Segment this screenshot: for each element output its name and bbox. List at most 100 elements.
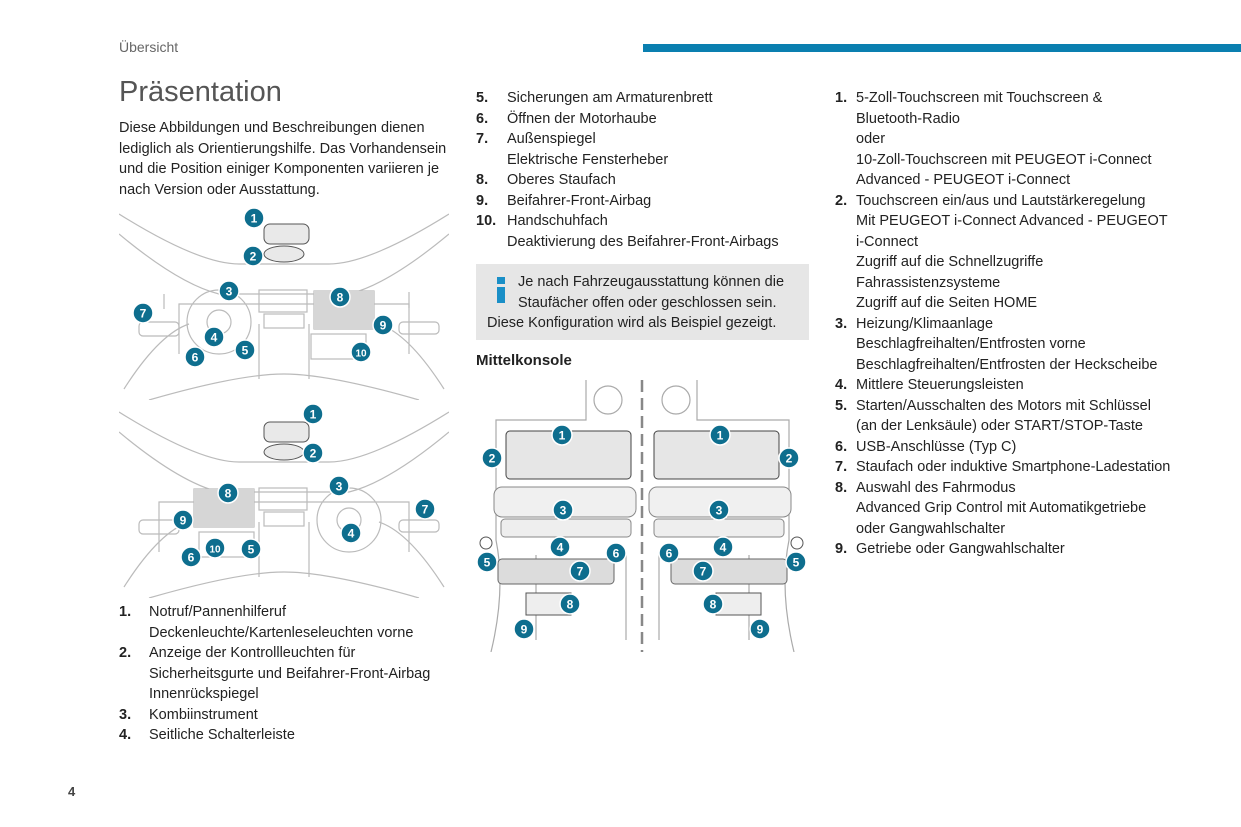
callout-marker-1: 1 <box>551 424 573 446</box>
list-item-text: i-Connect <box>856 233 919 250</box>
list-item-number: 8. <box>835 479 848 496</box>
svg-text:2: 2 <box>489 452 496 466</box>
list-item-text: Staufach oder induktive Smartphone-Lades… <box>856 459 1171 475</box>
svg-text:7: 7 <box>140 307 147 321</box>
list-item-text: Deaktivierung des Beifahrer-Front-Airbag… <box>507 233 779 250</box>
console-heading: Mittelkonsole <box>476 352 572 369</box>
list-item: 1.5-Zoll-Touchscreen mit Touchscreen &Bl… <box>835 88 1215 191</box>
svg-text:4: 4 <box>348 527 355 541</box>
svg-text:3: 3 <box>336 480 343 494</box>
list-item: 4. Mittlere Steuerungsleisten <box>835 375 1215 396</box>
list-item: 5.Sicherungen am Armaturenbrett <box>476 88 811 109</box>
svg-text:9: 9 <box>180 514 187 528</box>
callout-marker-1: 1 <box>302 403 324 425</box>
list-item-text: 5-Zoll-Touchscreen mit Touchscreen & <box>856 90 1103 106</box>
svg-text:5: 5 <box>242 344 249 358</box>
svg-text:5: 5 <box>248 543 255 557</box>
callout-marker-3: 3 <box>708 499 730 521</box>
list-item-text: Touchscreen ein/aus und Lautstärkeregelu… <box>856 192 1146 209</box>
callout-marker-2: 2 <box>302 442 324 464</box>
list-item-number: 2. <box>835 192 848 209</box>
svg-text:8: 8 <box>567 598 574 612</box>
list-item-number: 5. <box>835 397 848 414</box>
list-item-text: oder Gangwahlschalter <box>856 520 1006 537</box>
list-item-text: Heizung/Klimaanlage <box>856 315 994 332</box>
callout-marker-1: 1 <box>243 207 265 229</box>
callout-marker-4: 4 <box>549 536 571 558</box>
callout-marker-6: 6 <box>658 542 680 564</box>
svg-text:6: 6 <box>666 547 673 561</box>
callout-marker-3: 3 <box>552 499 574 521</box>
list-item-text: Advanced Grip Control mit Automatikgetri… <box>856 500 1147 516</box>
callout-marker-8: 8 <box>702 593 724 615</box>
list-item-number: 5. <box>476 90 489 106</box>
callout-marker-7: 7 <box>569 560 591 582</box>
list-item-number: 6. <box>835 438 848 455</box>
list-item-text: Öffnen der Motorhaube <box>507 110 657 127</box>
svg-text:4: 4 <box>720 541 727 555</box>
callout-marker-10: 10 <box>204 537 226 559</box>
svg-text:3: 3 <box>226 285 233 299</box>
list-item-text: Handschuhfach <box>507 213 608 229</box>
list-item-text: Beifahrer-Front-Airbag <box>507 192 652 209</box>
svg-text:8: 8 <box>225 487 232 501</box>
info-text-line2: Diese Konfiguration wird als Beispiel ge… <box>487 315 777 331</box>
svg-text:2: 2 <box>310 447 317 461</box>
list-item-number: 4. <box>835 377 848 393</box>
callout-marker-10: 10 <box>350 341 372 363</box>
list-item-text: Mit PEUGEOT i-Connect Advanced - PEUGEOT <box>856 213 1168 229</box>
callout-marker-9: 9 <box>172 509 194 531</box>
page-number: 4 <box>68 784 76 799</box>
list-item-text: Deckenleuchte/Kartenleseleuchten vorne <box>149 624 414 641</box>
callout-marker-4: 4 <box>203 326 225 348</box>
list-item: 8.Oberes Staufach <box>476 170 811 191</box>
list-item-number: 8. <box>476 172 489 188</box>
list-item-text: Beschlagfreihalten/Entfrosten der Hecksc… <box>856 356 1158 373</box>
list-item-text: Kombiinstrument <box>149 706 258 723</box>
header-accent-bar <box>643 44 1241 52</box>
list-item-text: Notruf/Pannenhilferuf <box>149 604 287 620</box>
callout-marker-6: 6 <box>184 346 206 368</box>
list-item-text: Sicherheitsgurte und Beifahrer-Front-Air… <box>149 665 431 682</box>
list-item: 3.Kombiinstrument <box>119 705 454 726</box>
list-item-number: 10. <box>476 213 497 229</box>
list-item-text: Zugriff auf die Schnellzugriffe <box>856 254 1044 270</box>
list-item-text: USB-Anschlüsse (Typ C) <box>856 438 1017 455</box>
callout-marker-5: 5 <box>785 551 807 573</box>
callout-marker-5: 5 <box>234 339 256 361</box>
list-item-number: 1. <box>835 90 848 106</box>
svg-text:2: 2 <box>250 250 257 264</box>
list-item-text: oder <box>856 131 886 147</box>
header-section-label: Übersicht <box>119 39 179 55</box>
callout-marker-2: 2 <box>481 447 503 469</box>
list-item-text: Getriebe oder Gangwahlschalter <box>856 541 1065 557</box>
svg-text:3: 3 <box>716 504 723 518</box>
svg-text:10: 10 <box>355 349 367 360</box>
info-box: Je nach Fahrzeugausstattung können die S… <box>476 264 809 340</box>
svg-text:6: 6 <box>192 351 199 365</box>
callout-marker-8: 8 <box>217 482 239 504</box>
list-item-text: (an der Lenksäule) oder START/STOP-Taste <box>856 418 1143 434</box>
svg-text:7: 7 <box>700 565 707 579</box>
list-item-text: Mittlere Steuerungsleisten <box>856 377 1024 393</box>
svg-text:7: 7 <box>422 503 429 517</box>
list-item-text: Innenrückspiegel <box>149 686 259 702</box>
svg-text:6: 6 <box>613 547 620 561</box>
callout-marker-4: 4 <box>712 536 734 558</box>
info-text-line1: Je nach Fahrzeugausstattung können die S… <box>518 274 785 311</box>
svg-text:4: 4 <box>557 541 564 555</box>
list-item: 5.Starten/Ausschalten des Motors mit Sch… <box>835 396 1215 437</box>
list-item-text: Auswahl des Fahrmodus <box>856 479 1016 496</box>
callout-marker-9: 9 <box>749 618 771 640</box>
callout-marker-5: 5 <box>240 538 262 560</box>
svg-text:1: 1 <box>717 429 724 443</box>
list-item: 6.Öffnen der Motorhaube <box>476 109 811 130</box>
callout-marker-1: 1 <box>709 424 731 446</box>
callout-marker-6: 6 <box>180 546 202 568</box>
callout-marker-9: 9 <box>372 314 394 336</box>
